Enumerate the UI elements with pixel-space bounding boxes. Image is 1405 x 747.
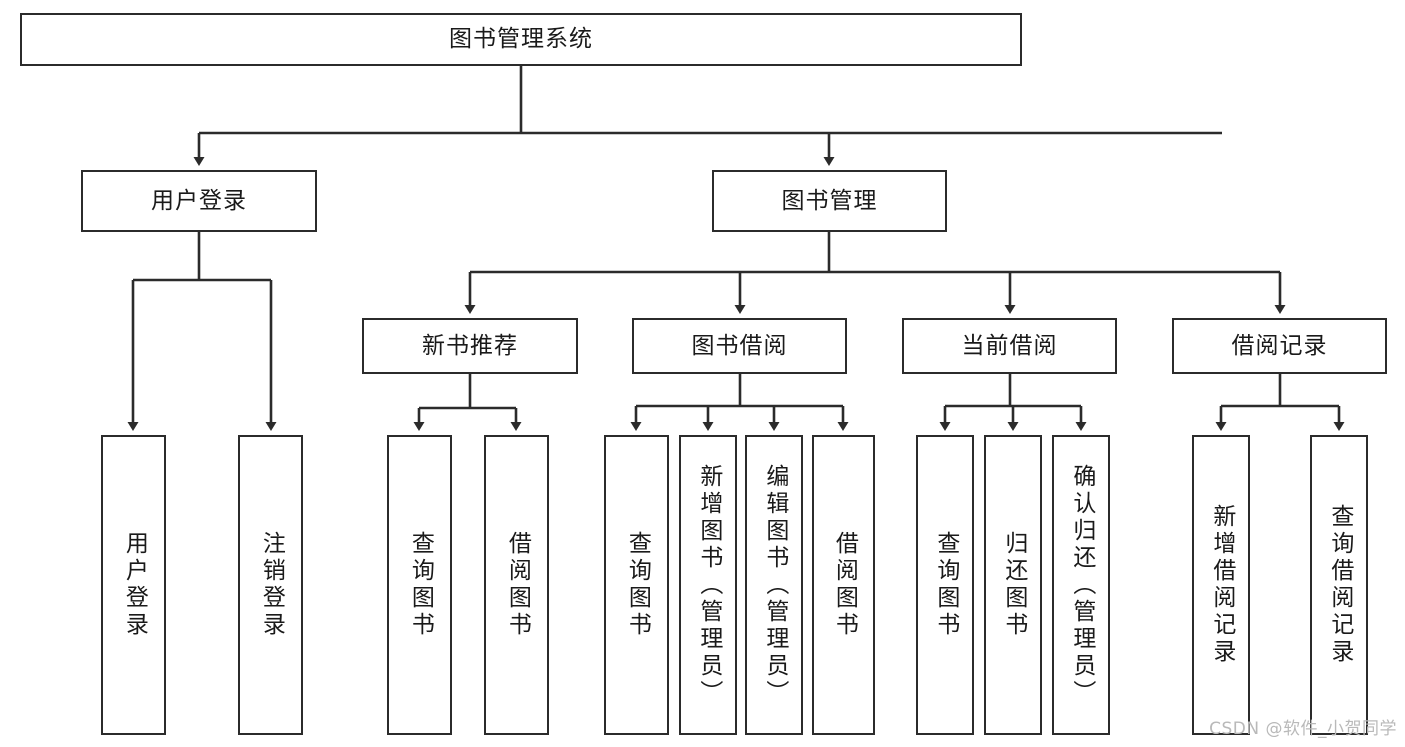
node-leaf-borrow-book[interactable]: 借阅图书 [812,435,875,735]
node-borrow-record[interactable]: 借阅记录 [1172,318,1387,374]
node-current-borrow[interactable]: 当前借阅 [902,318,1117,374]
node-leaf-return-book[interactable]: 归还图书 [984,435,1042,735]
node-user-login[interactable]: 用户登录 [81,170,317,232]
node-leaf-borrow-book-rec[interactable]: 借阅图书 [484,435,549,735]
node-leaf-query-book-rec[interactable]: 查询图书 [387,435,452,735]
node-leaf-confirm-return-admin[interactable]: 确认归还（管理员） [1052,435,1110,735]
node-leaf-add-borrow-record[interactable]: 新增借阅记录 [1192,435,1250,735]
node-book-borrow[interactable]: 图书借阅 [632,318,847,374]
node-leaf-add-book-admin[interactable]: 新增图书（管理员） [679,435,737,735]
node-leaf-user-login[interactable]: 用户登录 [101,435,166,735]
node-book-management[interactable]: 图书管理 [712,170,947,232]
node-leaf-logout[interactable]: 注销登录 [238,435,303,735]
node-leaf-query-book-borrow[interactable]: 查询图书 [604,435,669,735]
node-leaf-query-book-current[interactable]: 查询图书 [916,435,974,735]
node-root[interactable]: 图书管理系统 [20,13,1022,66]
node-new-book-recommend[interactable]: 新书推荐 [362,318,578,374]
node-leaf-query-borrow-record[interactable]: 查询借阅记录 [1310,435,1368,735]
watermark-text: CSDN @软件_小贺同学 [1209,719,1397,739]
node-leaf-edit-book-admin[interactable]: 编辑图书（管理员） [745,435,803,735]
